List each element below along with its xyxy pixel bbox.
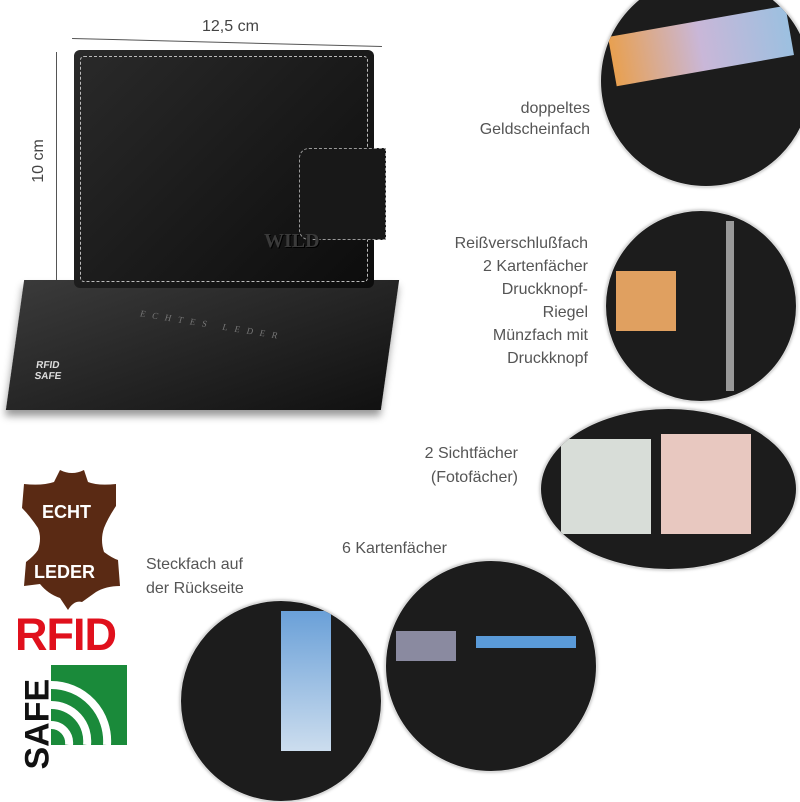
feature-zipper: Reißverschlußfach 2 Kartenfächer Druckkn… — [455, 232, 588, 370]
detail-photo-back-pocket — [180, 600, 382, 802]
feature-line: Druckknopf — [507, 350, 588, 367]
detail-photo-zipper — [605, 210, 797, 402]
leather-badge-bottom: LEDER — [34, 562, 96, 582]
feature-line: Steckfach auf — [146, 556, 243, 573]
detail-photo-bill-compartment — [600, 0, 800, 187]
feature-bill-compartment: doppeltes Geldscheinfach — [480, 98, 590, 140]
feature-back-pocket: Steckfach auf der Rückseite — [146, 553, 244, 601]
wallet-image: WILD — [74, 50, 386, 288]
feature-line: Münzfach mit — [492, 327, 588, 344]
rfid-wave-icon — [51, 665, 127, 745]
width-dimension: 12,5 cm — [72, 18, 382, 48]
detail-photo-card-slots — [385, 560, 597, 772]
feature-line: Geldscheinfach — [479, 121, 590, 138]
feature-window-pockets: 2 Sichtfächer (Fotofächer) — [425, 442, 518, 490]
height-dimension: 10 cm — [30, 52, 67, 292]
feature-line: Reißverschlußfach — [454, 235, 588, 252]
width-label: 12,5 cm — [202, 18, 259, 35]
gift-box: ECHTES LEDER RFID SAFE — [5, 280, 400, 410]
feature-line: der Rückseite — [146, 580, 244, 597]
leather-hide-icon — [22, 470, 120, 610]
rfid-safe-badge: RFID SAFE — [15, 609, 127, 770]
box-rfid-badge: RFID SAFE — [33, 360, 63, 382]
wallet-strap — [299, 148, 386, 240]
box-text: ECHTES LEDER — [138, 308, 286, 342]
feature-line: (Fotofächer) — [430, 469, 518, 486]
leather-badge-top: ECHT — [42, 502, 91, 522]
wallet-logo: WILD — [264, 230, 320, 252]
height-label: 10 cm — [29, 139, 47, 183]
feature-line: Riegel — [542, 304, 588, 321]
genuine-leather-badge: ECHT LEDER — [20, 468, 124, 610]
feature-line: Druckknopf- — [501, 281, 588, 298]
feature-line: 2 Kartenfächer — [483, 258, 588, 275]
feature-card-slots: 6 Kartenfächer — [342, 538, 447, 559]
rfid-text: RFID — [15, 609, 117, 660]
feature-line: 2 Sichtfächer — [424, 445, 518, 462]
feature-line: doppeltes — [520, 100, 590, 117]
feature-line: 6 Kartenfächer — [342, 540, 447, 557]
detail-photo-window-pockets — [540, 408, 797, 570]
